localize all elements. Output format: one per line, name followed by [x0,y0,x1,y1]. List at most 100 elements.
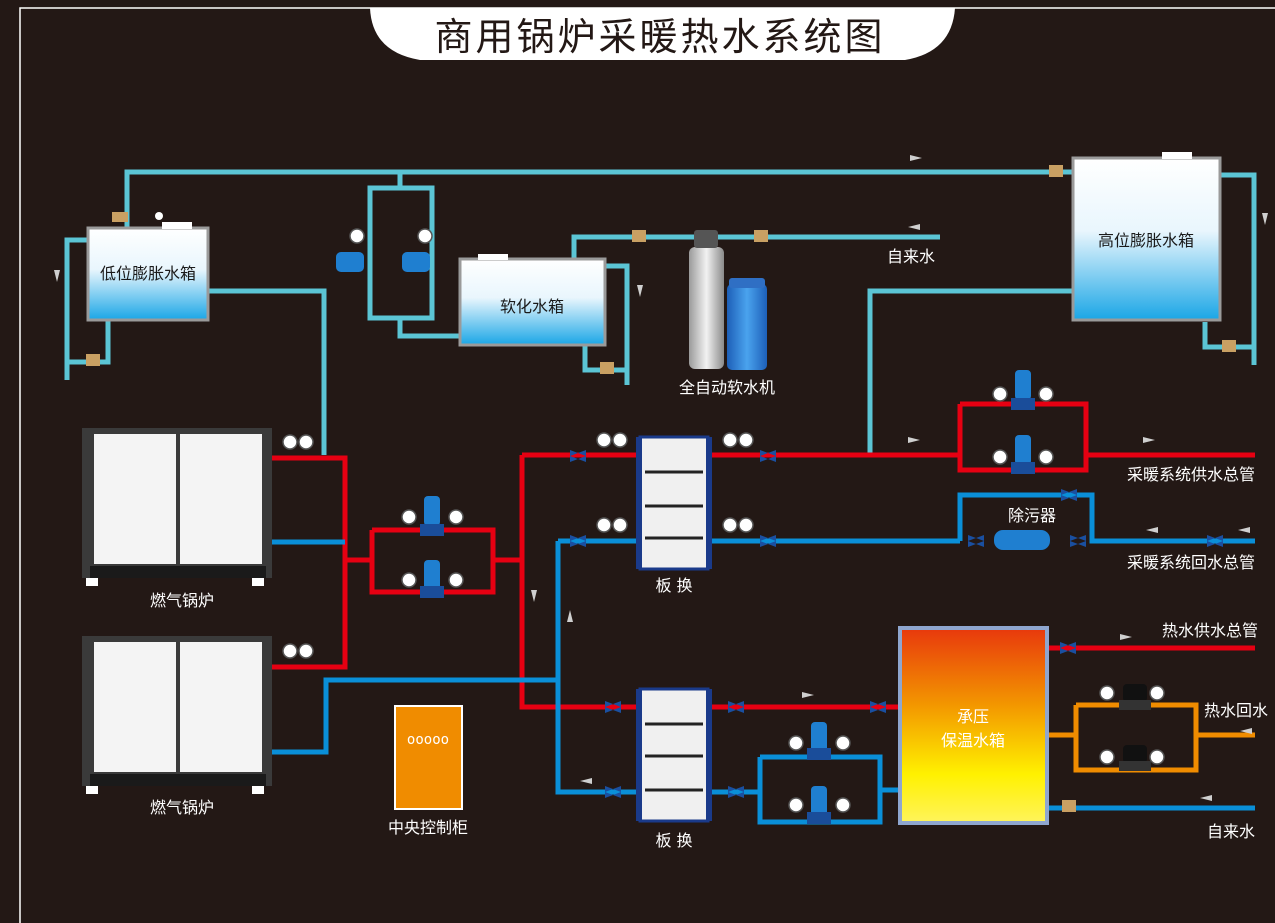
gauges [282,228,1165,813]
high-tank-label: 高位膨胀水箱 [1098,231,1194,250]
gauge-icon [738,432,754,448]
gauge-icon [1149,685,1165,701]
gauge-icon [282,434,298,450]
pump-icon [420,560,444,598]
valve-icon [1062,800,1076,812]
domestic-return-pipes [1047,702,1255,773]
gauge-icon [448,509,464,525]
pump-icon [1011,370,1035,410]
flow-arrow [1200,795,1212,801]
gas-boiler-2: 燃气锅炉 [82,636,272,817]
hx-1-label: 板 换 [655,576,692,595]
gauge-icon [401,572,417,588]
gauge-icon [349,228,365,244]
gauge-icon [1099,685,1115,701]
gauge-icon [835,735,851,751]
gauge-icon [596,517,612,533]
gauge-icon [992,386,1008,402]
gauge-icon [596,432,612,448]
flow-arrow [580,778,592,784]
valve-icon [870,701,886,713]
flow-arrow [531,590,537,602]
high-expansion-tank: 高位膨胀水箱 [1071,152,1222,322]
pump-icon [1119,745,1151,771]
storage-tank-label-2: 保温水箱 [941,731,1005,750]
flow-arrow [1146,527,1158,533]
valve-icon [632,230,646,242]
cold-water-pipes [272,492,1255,825]
brass-valves [86,165,1236,812]
valve-icon [570,535,586,547]
valve-icon [1061,489,1077,501]
flow-arrow [908,224,920,230]
flow-arrow [1143,437,1155,443]
page-title: 商用锅炉采暖热水系统图 [434,15,885,59]
gauge-icon [298,434,314,450]
low-tank-label: 低位膨胀水箱 [100,264,196,283]
hot-water-return-label: 热水回水 [1204,701,1268,720]
title-banner [370,8,955,60]
valve-icon [1060,642,1076,654]
gauge-icon [417,228,433,244]
valve-icon [754,230,768,242]
control-indicators: ooooo [407,732,449,748]
valve-icon [1049,165,1063,177]
gauge-icon [282,643,298,659]
valve-icon [760,535,776,547]
gauge-icon [612,432,628,448]
flow-arrow [1120,634,1132,640]
flow-arrow [1238,527,1250,533]
dirt-separator: 除污器 [994,506,1056,550]
valve-icon [112,212,128,222]
flow-arrow [1240,728,1252,734]
valve-icon [968,535,984,547]
gas-boiler-1: 燃气锅炉 [82,428,272,610]
pump-icon [807,722,831,760]
heating-supply-label: 采暖系统供水总管 [1127,465,1255,484]
pump-icon [807,786,831,824]
heating-return-label: 采暖系统回水总管 [1127,553,1255,572]
hot-water-pipes [272,401,1255,710]
pump-icon [402,252,430,272]
gauge-icon [788,735,804,751]
boiler-1-label: 燃气锅炉 [150,591,214,610]
tap-water-top-label: 自来水 [887,247,935,266]
flow-arrow [54,270,60,282]
gauge-icon [1038,386,1054,402]
tap-water-bottom-label: 自来水 [1207,822,1255,841]
flow-arrows [54,155,1268,801]
gauge-icon [1038,449,1054,465]
pump-icon [336,252,364,272]
water-softener: 全自动软水机 [679,230,775,397]
flow-arrow [908,437,920,443]
valves [570,450,1223,798]
softened-tank-label: 软化水箱 [500,297,564,316]
valve-icon [605,786,621,798]
pressurized-storage-tank: 承压 保温水箱 [898,626,1049,825]
softened-water-tank: 软化水箱 [458,254,607,347]
flow-arrow [567,610,573,622]
gauge-icon [298,643,314,659]
gauge-icon [612,517,628,533]
pumps [336,252,1151,824]
gauge-icon [1099,749,1115,765]
gauge-icon [738,517,754,533]
low-expansion-tank: 低位膨胀水箱 [86,212,210,322]
gauge-icon [1149,749,1165,765]
dirt-separator-label: 除污器 [1008,506,1056,525]
flow-arrow [1262,213,1268,225]
gauge-icon [401,509,417,525]
gauge-icon [992,449,1008,465]
valve-icon [760,450,776,462]
valve-icon [1070,535,1086,547]
pump-icon [420,496,444,536]
valve-icon [86,354,100,366]
flow-arrow [802,692,814,698]
pump-icon [1119,684,1151,710]
plate-heat-exchanger-1: 板 换 [636,435,712,595]
hx-2-label: 板 换 [655,831,692,850]
hot-water-supply-label: 热水供水总管 [1162,621,1258,640]
plate-heat-exchanger-2: 板 换 [636,687,712,850]
